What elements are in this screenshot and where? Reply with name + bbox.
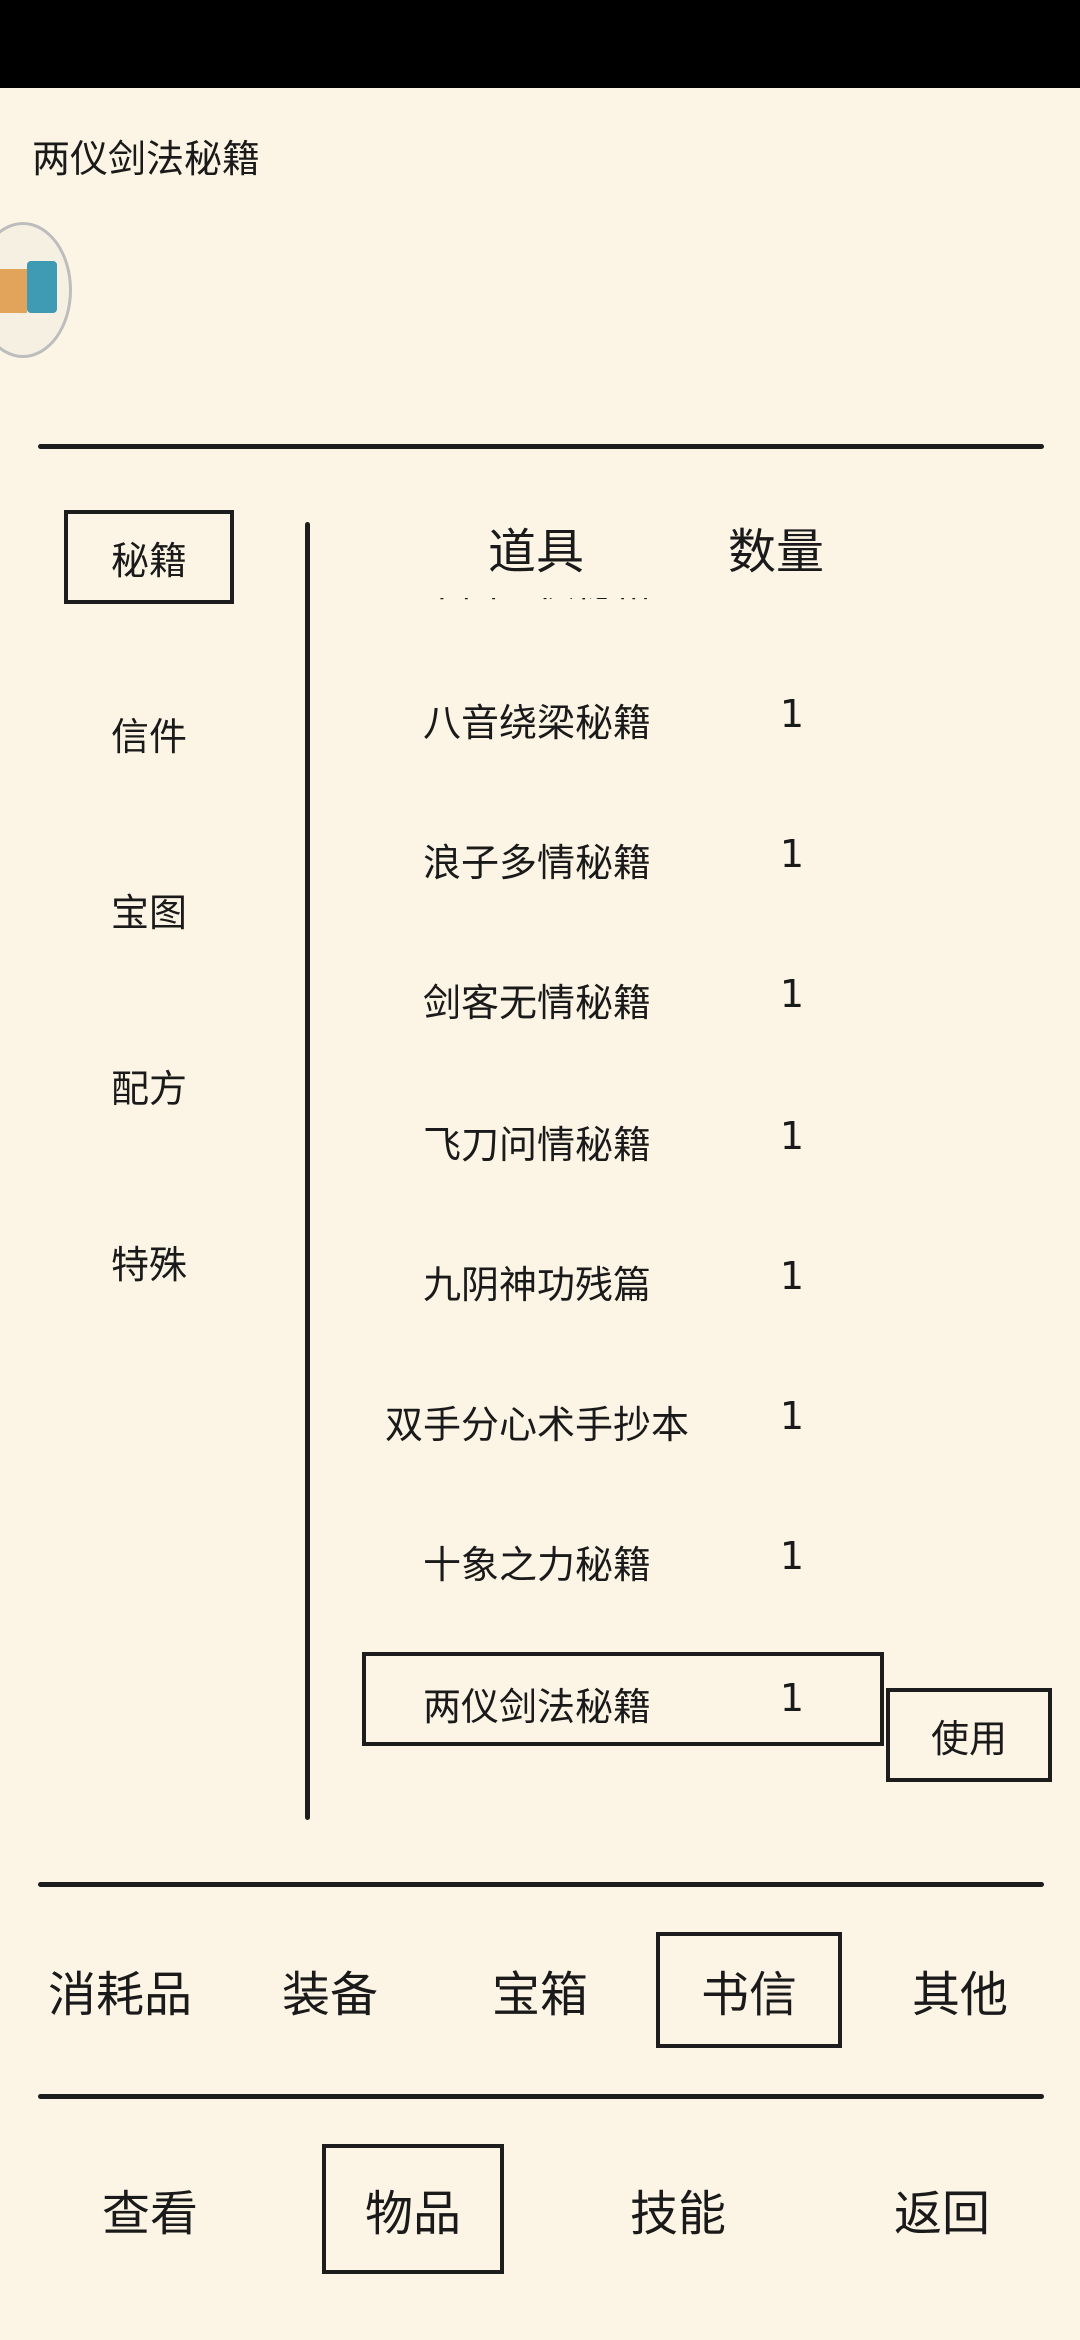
tab-chests[interactable]: 宝箱: [460, 1932, 620, 2048]
list-item[interactable]: 飞刀问情秘籍 1: [312, 1090, 1052, 1186]
category-label: 特殊: [110, 1242, 187, 1287]
item-quantity: 1: [779, 1254, 805, 1298]
tab-other[interactable]: 其他: [880, 1932, 1040, 2048]
category-secret-books[interactable]: 秘籍: [64, 510, 234, 604]
nav-label: 返回: [893, 2186, 990, 2242]
tab-label: 其他: [911, 1967, 1008, 2023]
item-name: 八音绕梁秘籍: [422, 701, 651, 745]
list-item[interactable]: 八音绕梁秘籍 1: [312, 668, 1052, 764]
divider-vertical: [305, 522, 310, 1820]
item-name: 剑客无情秘籍: [422, 981, 651, 1025]
tab-label: 宝箱: [491, 1967, 588, 2023]
item-quantity: 1: [779, 1114, 805, 1158]
item-name: 两仪剑法秘籍: [422, 1685, 651, 1729]
tab-label: 装备: [281, 1967, 378, 2023]
list-item[interactable]: 浪子多情秘籍 1: [312, 808, 1052, 904]
list-item[interactable]: 千面埋伏秘籍 1: [312, 598, 1052, 624]
nav-label: 物品: [364, 2186, 461, 2242]
category-label: 配方: [110, 1066, 187, 1111]
category-letters[interactable]: 信件: [64, 686, 234, 780]
item-name: 浪子多情秘籍: [422, 841, 651, 885]
item-quantity: 1: [779, 1534, 805, 1578]
category-treasure-maps[interactable]: 宝图: [64, 862, 234, 956]
page-title: 两仪剑法秘籍: [32, 137, 261, 181]
nav-label: 技能: [629, 2186, 726, 2242]
item-quantity: 1: [779, 692, 805, 736]
nav-skills[interactable]: 技能: [598, 2144, 758, 2274]
divider-middle: [38, 1882, 1044, 1887]
item-quantity: 1: [779, 832, 805, 876]
tab-letters[interactable]: 书信: [656, 1932, 842, 2048]
tab-consumables[interactable]: 消耗品: [40, 1932, 200, 2048]
category-label: 宝图: [110, 890, 187, 935]
list-item[interactable]: 双手分心术手抄本 1: [312, 1370, 1052, 1466]
tab-label: 消耗品: [47, 1967, 192, 2023]
status-bar: [0, 0, 1080, 88]
nav-items[interactable]: 物品: [322, 2144, 504, 2274]
column-header-quantity: 数量: [728, 524, 825, 580]
nav-label: 查看: [101, 2186, 198, 2242]
category-recipes[interactable]: 配方: [64, 1038, 234, 1132]
use-button-label: 使用: [930, 1716, 1007, 1761]
item-name: 双手分心术手抄本: [384, 1403, 689, 1447]
category-label: 信件: [110, 714, 187, 759]
avatar-logo-block-blue: [27, 261, 57, 313]
item-name: 飞刀问情秘籍: [422, 1123, 651, 1167]
nav-back[interactable]: 返回: [862, 2144, 1022, 2274]
category-label: 秘籍: [110, 538, 187, 583]
item-quantity: 1: [779, 972, 805, 1016]
item-quantity: 1: [779, 1676, 805, 1720]
item-name: 千面埋伏秘籍: [312, 598, 762, 607]
selection-frame: [362, 1652, 884, 1746]
use-button[interactable]: 使用: [886, 1688, 1052, 1782]
divider-top: [38, 444, 1044, 449]
list-item[interactable]: 剑客无情秘籍 1: [312, 948, 1052, 1044]
list-item[interactable]: 十象之力秘籍 1: [312, 1510, 1052, 1606]
avatar-logo-block: [0, 269, 27, 313]
tab-equipment[interactable]: 装备: [250, 1932, 410, 2048]
item-list[interactable]: 千面埋伏秘籍 1 八音绕梁秘籍 1 浪子多情秘籍 1 剑客无情秘籍 1 飞刀问情…: [312, 598, 1052, 1808]
nav-view[interactable]: 查看: [70, 2144, 230, 2274]
avatar[interactable]: [0, 222, 72, 358]
column-header-item: 道具: [488, 524, 585, 580]
divider-bottom: [38, 2094, 1044, 2099]
list-item[interactable]: 九阴神功残篇 1: [312, 1230, 1052, 1326]
tab-label: 书信: [700, 1967, 797, 2023]
item-name: 九阴神功残篇: [422, 1263, 651, 1307]
item-quantity: 1: [779, 1394, 805, 1438]
list-item-selected[interactable]: 两仪剑法秘籍 1: [312, 1652, 1052, 1748]
item-name: 十象之力秘籍: [422, 1543, 651, 1587]
category-special[interactable]: 特殊: [64, 1214, 234, 1308]
